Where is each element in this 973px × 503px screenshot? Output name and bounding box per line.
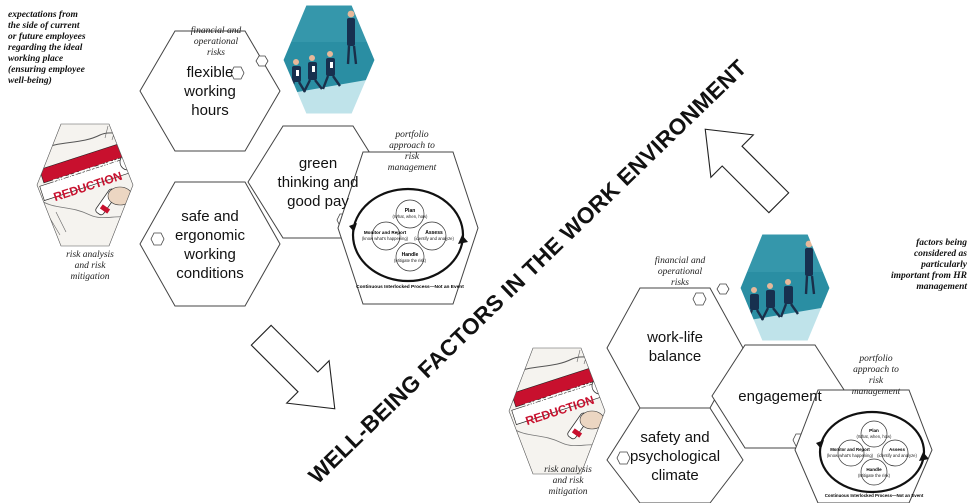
- right-portfolio-note: portfolio approach to risk management: [851, 354, 901, 397]
- hex-safe-ergonomic: [139, 181, 281, 307]
- left-portfolio-note: portfolio approach to risk management: [387, 130, 437, 173]
- cycle-handle-sub: (Mitigate the risk): [858, 473, 891, 478]
- hex-safety-psychological: [606, 407, 744, 503]
- cycle-monitor-sub: (know what's happening): [362, 236, 409, 241]
- cycle-assess-sub: (identify and analyze): [877, 453, 917, 458]
- hex-marker: [692, 292, 707, 306]
- hex-flexible-working-hours: [139, 30, 281, 152]
- right-financial-note: financial and operational risks: [654, 256, 706, 288]
- hex-label-work-life-balance: work-life balance: [647, 329, 703, 365]
- cycle-plan-label: Plan: [869, 428, 879, 433]
- cycle-caption: Continuous Interlocked Process—Not an Ev…: [825, 493, 924, 498]
- risk-cycle-diagram: [816, 410, 929, 494]
- hex-marker: [716, 283, 730, 295]
- hex-marker: [150, 232, 165, 246]
- cycle-handle-sub: (Mitigate the risk): [394, 258, 427, 263]
- cycle-assess-label: Assess: [425, 230, 443, 236]
- hex-marker: [255, 55, 269, 67]
- left-expectations-note: expectations from the side of current or…: [8, 10, 86, 86]
- cycle-plan-label: Plan: [405, 208, 416, 214]
- hex-label-safety-psychological: safety and psychological climate: [629, 429, 721, 484]
- cycle-monitor-label: Monitor and Report: [830, 447, 870, 452]
- hex-marker: [230, 66, 245, 80]
- hex-label-flexible-working-hours: flexible working hours: [184, 64, 236, 119]
- hex-marker: [616, 451, 631, 465]
- arrow-up-left-icon: [704, 128, 790, 214]
- cycle-monitor-label: Monitor and Report: [364, 230, 407, 235]
- cycle-monitor-sub: (know what's happening): [827, 453, 874, 458]
- business-team-photo: [283, 5, 375, 114]
- left-risk-analysis-note: risk analysis and risk mitigation: [66, 250, 114, 282]
- cycle-caption: Continuous Interlocked Process—Not an Ev…: [356, 284, 464, 290]
- cycle-plan-sub: (What, when, how): [857, 434, 893, 439]
- hex-label-safe-ergonomic: safe and ergonomic working conditions: [174, 208, 246, 282]
- right-factors-note: factors being considered as particularly…: [890, 238, 967, 292]
- cycle-handle-label: Handle: [866, 467, 882, 472]
- cycle-plan-sub: (What, when, how): [393, 214, 429, 219]
- cycle-handle-label: Handle: [402, 252, 419, 258]
- business-team-photo: [740, 234, 830, 341]
- risk-cycle-diagram: [349, 187, 468, 283]
- left-financial-note: financial and operational risks: [190, 26, 242, 58]
- hex-label-green-thinking: green thinking and good pay: [277, 155, 359, 210]
- right-risk-analysis-note: risk analysis and risk mitigation: [544, 465, 592, 497]
- hex-label-engagement: engagement: [738, 388, 822, 405]
- arrow-down-right-icon: [250, 324, 336, 410]
- cycle-assess-label: Assess: [889, 447, 906, 452]
- cycle-assess-sub: (identify and analyze): [414, 236, 454, 241]
